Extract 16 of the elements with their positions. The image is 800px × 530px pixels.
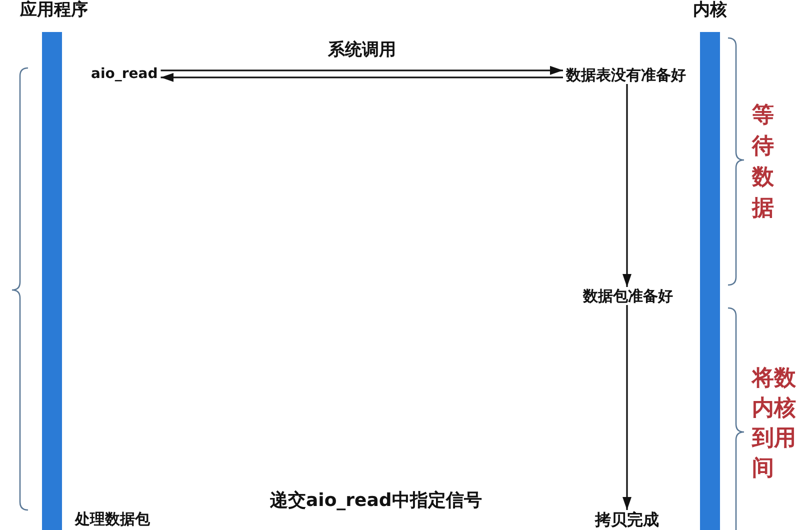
signal-label: 递交aio_read中指定信号 — [270, 490, 482, 512]
lane-heading: 应用程序 — [20, 0, 88, 20]
step-text: aio_read — [88, 66, 161, 83]
step-text: 数据包准备好 — [580, 287, 676, 305]
arrow — [160, 72, 563, 82]
phase-label: 将数内核到用间 — [752, 365, 797, 483]
step-text: 数据表没有准备好 — [563, 66, 689, 84]
phase-label: 等待数据 — [752, 102, 775, 223]
arrow — [622, 305, 632, 510]
lifeline-bar — [700, 32, 720, 530]
step-text: 处理数据包 — [72, 510, 153, 528]
arrow — [160, 66, 563, 75]
lane-heading: 内核 — [693, 0, 727, 20]
arrow — [622, 84, 632, 287]
step-text: 拷贝完成 — [592, 510, 662, 530]
lifeline-bar — [42, 32, 62, 530]
